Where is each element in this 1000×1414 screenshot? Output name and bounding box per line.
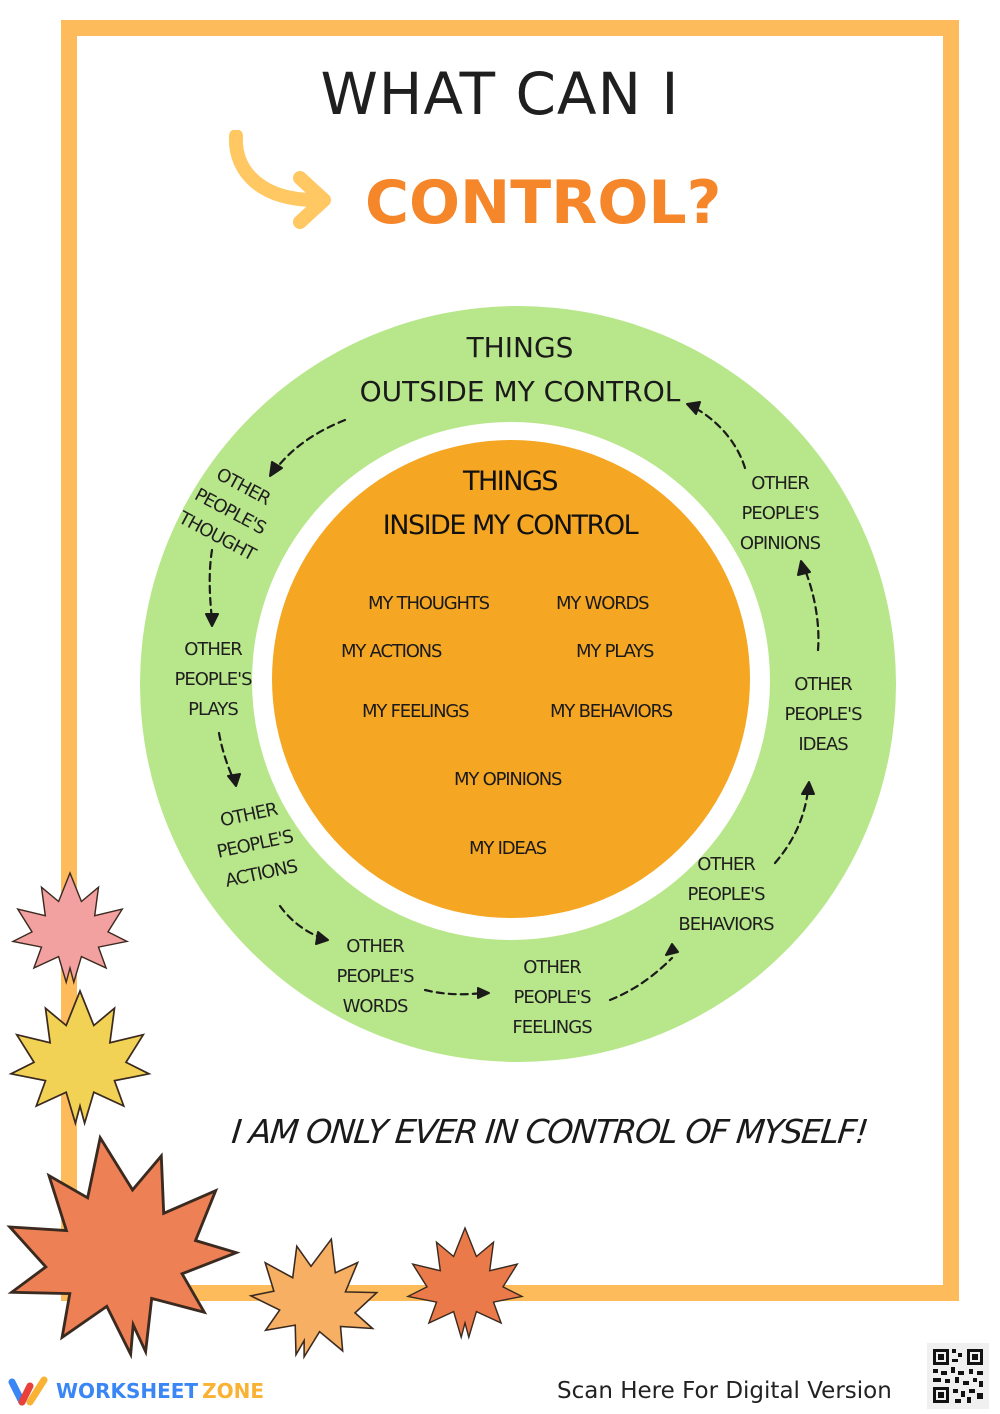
scan-instruction: Scan Here For Digital Version	[557, 1378, 892, 1404]
inner-item: MY BEHAVIORS	[550, 701, 673, 722]
outer-item-line: BEHAVIORS	[678, 914, 774, 935]
outer-item-line: PEOPLE'S	[174, 669, 252, 690]
curved-arrow-right-icon	[228, 130, 331, 229]
inner-heading-line-2: INSIDE MY CONTROL	[382, 510, 639, 541]
leaf-red-icon	[407, 1227, 523, 1338]
dashed-arrow	[803, 568, 820, 652]
brand-name-part-2: ZONE	[202, 1379, 264, 1403]
outer-item-line: OTHER	[184, 639, 243, 660]
inner-item: MY ACTIONS	[341, 641, 442, 662]
title-line-2: CONTROL?	[365, 168, 722, 238]
outer-item-words: OTHER PEOPLE'S WORDS	[328, 932, 422, 1022]
inner-heading-line-1: THINGS	[462, 466, 559, 497]
outer-item-line: PEOPLE'S	[784, 704, 862, 725]
worksheetzone-logo-icon	[8, 1376, 48, 1406]
outer-item-opinions: OTHER PEOPLE'S OPINIONS	[728, 469, 832, 559]
outer-heading-line-1: THINGS	[466, 331, 574, 364]
dashed-arrow	[693, 406, 747, 470]
outer-item-line: PEOPLE'S	[336, 966, 414, 987]
inner-item: MY PLAYS	[576, 641, 654, 662]
dashed-arrow	[773, 788, 810, 865]
title-text: WHAT CAN I	[320, 60, 680, 128]
outer-item-ideas: OTHER PEOPLE'S IDEAS	[776, 670, 870, 760]
outer-item-line: PLAYS	[188, 699, 239, 720]
outer-item-line: OTHER	[523, 957, 582, 978]
outer-item-line: PEOPLE'S	[741, 503, 819, 524]
inner-heading: THINGS INSIDE MY CONTROL	[330, 460, 690, 548]
dashed-arrow	[273, 418, 347, 472]
leaf-yellow-icon	[10, 990, 150, 1125]
outer-item-line: IDEAS	[798, 734, 848, 755]
outer-item-line: FEELINGS	[512, 1017, 592, 1038]
leaf-large-orange-icon	[0, 1116, 252, 1375]
qr-code-icon[interactable]	[927, 1343, 989, 1409]
outer-item-plays: OTHER PEOPLE'S PLAYS	[168, 635, 258, 725]
outer-item-line: PEOPLE'S	[513, 987, 591, 1008]
leaf-orange-icon	[238, 1222, 393, 1373]
inner-item: MY WORDS	[556, 593, 650, 614]
inner-item: MY IDEAS	[469, 838, 547, 859]
outer-heading-line-2: OUTSIDE MY CONTROL	[359, 375, 681, 408]
outer-item-behaviors: OTHER PEOPLE'S BEHAVIORS	[668, 850, 784, 940]
outer-item-feelings: OTHER PEOPLE'S FEELINGS	[503, 953, 601, 1043]
inner-item: MY THOUGHTS	[368, 593, 490, 614]
outer-item-line: OTHER	[751, 473, 810, 494]
autumn-leaves-decoration	[0, 872, 523, 1375]
inner-circle	[272, 440, 750, 918]
dashed-arrow	[217, 731, 236, 782]
outer-item-line: OPINIONS	[739, 533, 821, 554]
title-line-1: WHAT CAN I	[0, 60, 1000, 128]
brand-name-part-1: WORKSHEET	[56, 1379, 199, 1403]
inner-item: MY FEELINGS	[362, 701, 470, 722]
outer-item-line: PEOPLE'S	[687, 884, 765, 905]
outer-heading: THINGS OUTSIDE MY CONTROL	[300, 326, 740, 414]
dashed-arrow	[608, 956, 674, 1002]
outer-item-line: OTHER	[697, 854, 756, 875]
outer-item-line: OTHER	[794, 674, 853, 695]
inner-item: MY OPINIONS	[454, 769, 562, 790]
outer-item-line: OTHER	[346, 936, 405, 957]
outer-item-line: WORDS	[342, 996, 409, 1017]
leaf-pink-icon	[12, 872, 128, 983]
